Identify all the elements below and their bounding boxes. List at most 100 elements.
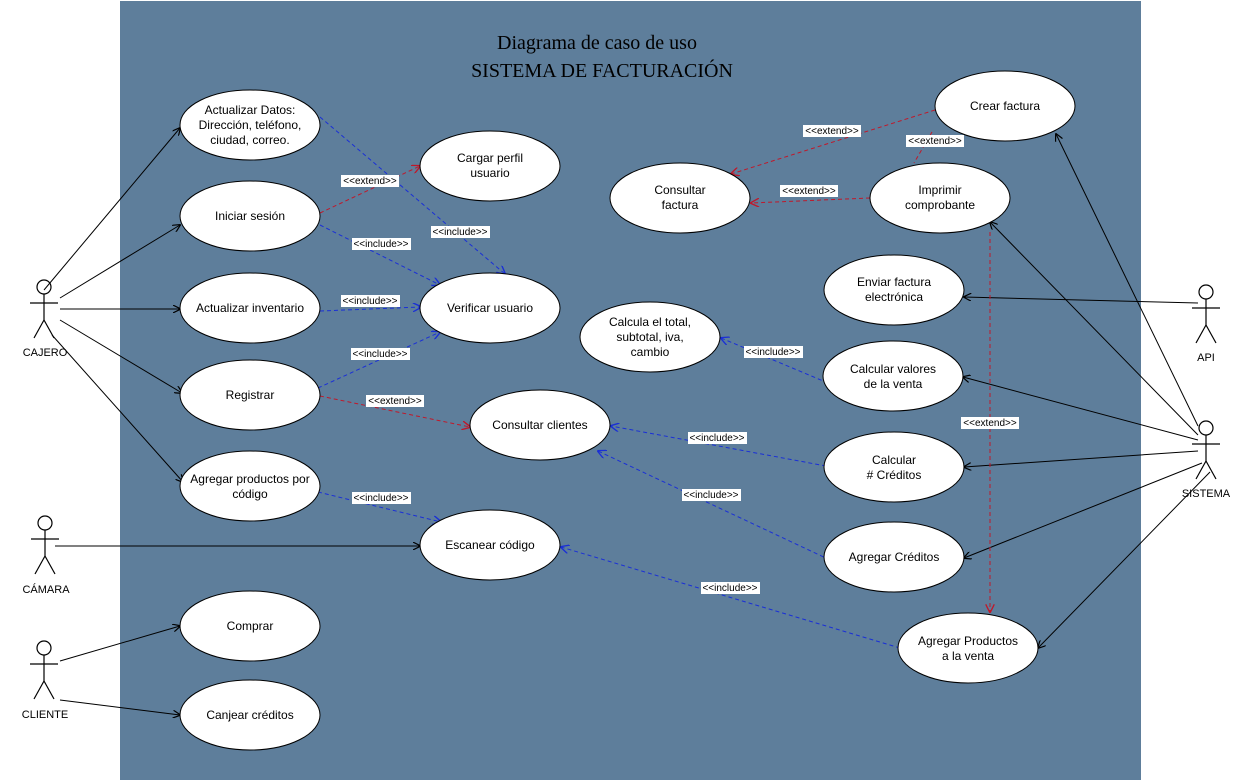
svg-text:Crear factura: Crear factura xyxy=(970,99,1040,113)
use-case-actualizar-inventario[interactable]: Actualizar inventario xyxy=(179,272,321,344)
use-case-verificar-usuario[interactable]: Verificar usuario xyxy=(419,272,561,344)
include-creditos-clientes xyxy=(611,426,827,467)
use-case-crear-factura[interactable]: Crear factura xyxy=(934,70,1076,142)
svg-text:<<include>>: <<include>> xyxy=(342,296,397,307)
label-extend-crear-imprimir: <<extend>> xyxy=(906,135,964,147)
assoc-cajero-iniciar-sesion xyxy=(59,225,180,299)
diagram-title: Diagrama de caso de uso xyxy=(497,32,697,54)
svg-text:Dirección, teléfono,: Dirección, teléfono, xyxy=(199,118,302,132)
actor-label: CLIENTE xyxy=(22,709,68,721)
svg-text:Consultar clientes: Consultar clientes xyxy=(492,418,587,432)
stick-figure-icon xyxy=(30,279,58,339)
use-case-iniciar-sesion[interactable]: Iniciar sesión xyxy=(179,180,321,252)
use-case-registrar[interactable]: Registrar xyxy=(179,359,321,431)
svg-text:electrónica: electrónica xyxy=(865,290,923,304)
use-case-consultar-clientes[interactable]: Consultar clientes xyxy=(469,389,611,461)
svg-text:<<include>>: <<include>> xyxy=(353,239,408,250)
assoc-cajero-agregar-productos xyxy=(51,334,183,482)
svg-text:ciudad, correo.: ciudad, correo. xyxy=(210,133,289,147)
assoc-cajero-actualizar-datos xyxy=(43,128,180,291)
label-include-agregar: <<include>> xyxy=(352,492,411,504)
svg-text:<<include>>: <<include>> xyxy=(352,349,407,360)
use-case-canjear-creditos[interactable]: Canjear créditos xyxy=(179,679,321,751)
svg-text:<<include>>: <<include>> xyxy=(353,493,408,504)
svg-text:de la venta: de la venta xyxy=(864,377,923,391)
label-include-productos: <<include>> xyxy=(701,582,760,594)
extend-iniciar-cargar xyxy=(319,166,420,214)
include-inventario-verificar xyxy=(319,307,421,311)
svg-text:Agregar productos por: Agregar productos por xyxy=(190,472,309,486)
include-agregar-escanear xyxy=(317,491,441,522)
use-case-calcular-valores[interactable]: Calcular valores de la venta xyxy=(822,340,964,412)
actor-label: CÁMARA xyxy=(22,583,70,596)
svg-text:Iniciar sesión: Iniciar sesión xyxy=(215,209,285,223)
label-extend-imprimir-consultar: <<extend>> xyxy=(780,185,838,197)
include-valores-total xyxy=(721,338,829,384)
svg-text:<<include>>: <<include>> xyxy=(745,347,800,358)
svg-text:Canjear créditos: Canjear créditos xyxy=(206,708,293,722)
actor-cliente[interactable]: CLIENTE xyxy=(22,640,68,721)
svg-text:<<include>>: <<include>> xyxy=(702,583,757,594)
svg-text:<<include>>: <<include>> xyxy=(683,490,738,501)
svg-text:<<extend>>: <<extend>> xyxy=(343,176,397,187)
svg-text:código: código xyxy=(232,487,268,501)
svg-text:Verificar usuario: Verificar usuario xyxy=(447,301,533,315)
svg-text:Agregar Productos: Agregar Productos xyxy=(918,634,1018,648)
svg-text:<<extend>>: <<extend>> xyxy=(908,136,962,147)
label-extend-crear-consultar: <<extend>> xyxy=(803,125,861,137)
use-case-enviar-factura[interactable]: Enviar factura electrónica xyxy=(823,254,965,326)
svg-text:<<extend>>: <<extend>> xyxy=(368,396,422,407)
use-case-calcula-total[interactable]: Calcula el total, subtotal, iva, cambio xyxy=(579,301,721,373)
assoc-sistema-calcular-creditos xyxy=(964,450,1199,467)
use-case-cargar-perfil[interactable]: Cargar perfil usuario xyxy=(419,130,561,202)
svg-text:Actualizar Datos:: Actualizar Datos: xyxy=(205,103,296,117)
label-include-agregarcred: <<include>> xyxy=(682,489,741,501)
extend-crear-consultar xyxy=(731,109,936,174)
svg-text:# Créditos: # Créditos xyxy=(867,468,922,482)
svg-text:usuario: usuario xyxy=(470,166,510,180)
label-extend-registrar: <<extend>> xyxy=(366,395,424,407)
assoc-sistema-agregar-productos-venta xyxy=(1038,471,1211,648)
actor-sistema[interactable]: SISTEMA xyxy=(1182,420,1231,500)
label-extend-iniciar: <<extend>> xyxy=(341,175,399,187)
use-case-agregar-productos-venta[interactable]: Agregar Productos a la venta xyxy=(897,612,1039,684)
svg-text:cambio: cambio xyxy=(631,345,670,359)
include-productos-escanear xyxy=(561,547,901,649)
svg-text:<<include>>: <<include>> xyxy=(432,227,487,238)
use-case-agregar-productos-codigo[interactable]: Agregar productos por código xyxy=(179,450,321,522)
svg-text:Actualizar inventario: Actualizar inventario xyxy=(196,301,304,315)
actor-api[interactable]: API xyxy=(1192,284,1220,364)
extend-imprimir-consultar xyxy=(751,197,871,203)
svg-text:Calcula el total,: Calcula el total, xyxy=(609,315,691,329)
label-include-actualizar: <<include>> xyxy=(431,226,490,238)
use-case-calcular-creditos[interactable]: Calcular # Créditos xyxy=(823,431,965,503)
svg-text:comprobante: comprobante xyxy=(905,198,975,212)
label-include-creditos: <<include>> xyxy=(688,432,747,444)
include-agregarcred-clientes xyxy=(598,451,831,561)
include-iniciar-verificar xyxy=(319,224,440,285)
use-case-comprar[interactable]: Comprar xyxy=(179,590,321,662)
use-cases: Actualizar Datos: Dirección, teléfono, c… xyxy=(179,70,1076,751)
assoc-sistema-imprimir xyxy=(990,222,1199,436)
svg-text:factura: factura xyxy=(662,198,699,212)
assoc-sistema-agregar-creditos xyxy=(964,462,1203,558)
use-case-consultar-factura[interactable]: Consultar factura xyxy=(609,162,751,234)
use-case-agregar-creditos[interactable]: Agregar Créditos xyxy=(823,521,965,593)
actor-label: API xyxy=(1197,352,1215,364)
actor-cajero[interactable]: CAJERO xyxy=(23,279,68,359)
stick-figure-icon xyxy=(1192,420,1220,480)
svg-text:<<extend>>: <<extend>> xyxy=(782,186,836,197)
actor-camara[interactable]: CÁMARA xyxy=(22,515,70,596)
label-include-valores: <<include>> xyxy=(744,346,803,358)
include-relationships xyxy=(317,116,901,649)
label-extend-imprimir-productos: <<extend>> xyxy=(961,417,1019,429)
use-case-actualizar-datos[interactable]: Actualizar Datos: Dirección, teléfono, c… xyxy=(179,89,321,161)
label-include-registrar: <<include>> xyxy=(351,348,410,360)
use-case-escanear-codigo[interactable]: Escanear código xyxy=(419,509,561,581)
svg-text:Cargar perfil: Cargar perfil xyxy=(457,151,523,165)
assoc-cliente-canjear xyxy=(59,699,180,715)
use-case-imprimir-comprobante[interactable]: Imprimir comprobante xyxy=(869,162,1011,234)
include-registrar-verificar xyxy=(317,332,440,389)
svg-text:<<include>>: <<include>> xyxy=(689,433,744,444)
